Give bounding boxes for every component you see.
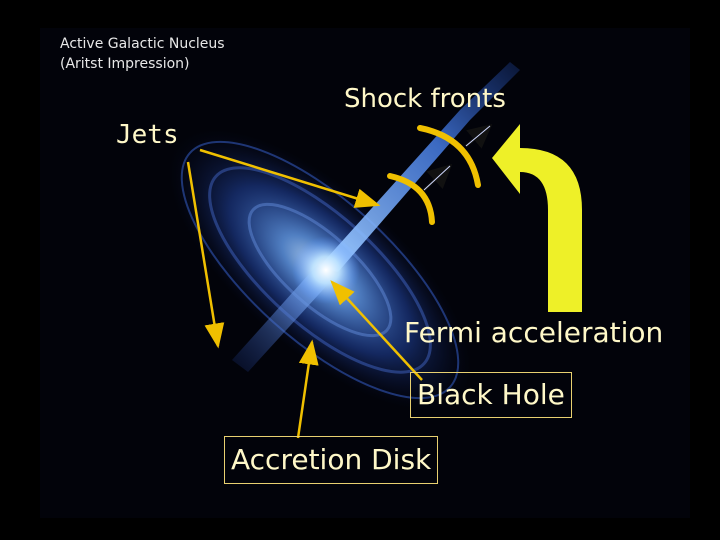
shock-front-lower (387, 173, 435, 225)
caption-title: Active Galactic Nucleus (60, 36, 225, 52)
fermi-cycle-arrow (492, 124, 582, 312)
shock-front-upper (417, 125, 481, 188)
label-fermi-acceleration: Fermi acceleration (404, 316, 664, 349)
label-black-hole: Black Hole (410, 372, 572, 418)
jets-pointer-lower (186, 161, 225, 349)
black-hole-pointer (330, 280, 423, 381)
label-shock-fronts: Shock fronts (344, 84, 506, 114)
label-jets: Jets (116, 120, 179, 150)
core-glow (292, 236, 360, 304)
caption-subtitle: (Aritst Impression) (60, 56, 190, 72)
disk-pointer (296, 339, 319, 439)
upper-jet (318, 62, 520, 272)
label-accretion-disk: Accretion Disk (224, 436, 439, 484)
jets-pointer-upper (199, 148, 381, 208)
